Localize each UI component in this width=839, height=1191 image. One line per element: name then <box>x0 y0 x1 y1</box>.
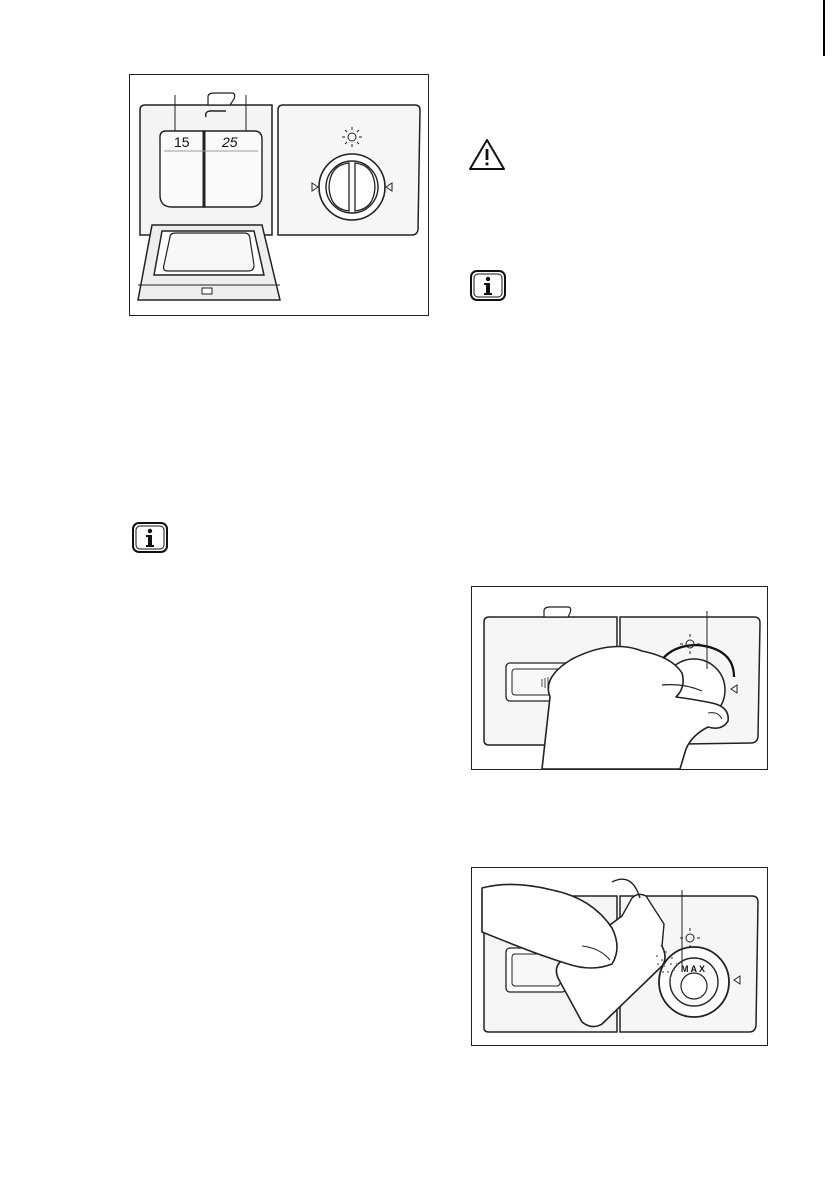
knob-turning-illustration <box>472 587 767 769</box>
scale-label-25: 25 <box>221 134 238 150</box>
fill-rinse-aid-illustration: MAX <box>472 868 767 1045</box>
figure-dispenser-overview: 15 25 <box>129 74 429 316</box>
info-icon-left <box>131 521 169 554</box>
page-edge-rule <box>823 0 825 56</box>
dispenser-illustration: 15 25 <box>130 75 428 315</box>
figure-fill-rinse-aid: MAX <box>471 867 768 1046</box>
info-icon <box>469 269 507 302</box>
knob-max-label: MAX <box>681 964 707 974</box>
scale-label-15: 15 <box>174 134 190 150</box>
warning-triangle-icon <box>467 137 507 172</box>
figure-open-rinse-aid-cap <box>471 586 768 770</box>
